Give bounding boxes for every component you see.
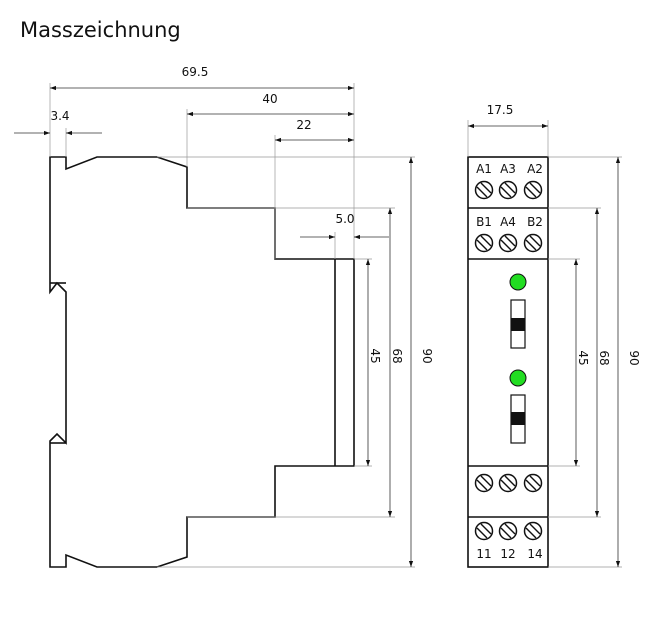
terminal-label: 11	[476, 547, 491, 561]
screw-slot	[525, 239, 537, 251]
terminal-label: 12	[500, 547, 515, 561]
side-view: 69.5 40 22 3.4 5.0 45 68 90	[14, 65, 434, 568]
screw-terminal	[523, 180, 543, 200]
dim-label-height-90: 90	[627, 350, 641, 365]
dip-switch-knob	[511, 412, 525, 425]
screw-terminal	[498, 233, 518, 253]
screw-slot	[500, 239, 512, 251]
dip-switch-knob	[511, 318, 525, 331]
screw-terminal	[498, 473, 518, 493]
dim-label-height-68: 68	[597, 350, 611, 365]
screw-slot	[504, 475, 516, 487]
screw-slot	[500, 186, 512, 198]
screw-terminal	[474, 233, 494, 253]
screw-slot	[476, 479, 488, 491]
led-indicator	[509, 273, 527, 291]
terminal-label: B1	[476, 215, 492, 229]
dim-label-height-45: 45	[368, 348, 382, 363]
screw-slot	[504, 182, 516, 194]
screw-terminal	[474, 521, 494, 541]
dim-label-overall-depth: 69.5	[182, 65, 209, 79]
screw-slot	[500, 527, 512, 539]
dim-label-height-90: 90	[420, 348, 434, 363]
screw-slot	[504, 235, 516, 247]
side-view-outline	[49, 156, 355, 568]
page-title: Masszeichnung	[20, 18, 181, 42]
dim-label-dip-width: 3.4	[50, 109, 69, 123]
screw-slot	[529, 235, 541, 247]
screw-slot	[480, 523, 492, 535]
screw-slot	[476, 527, 488, 539]
terminal-label: A3	[500, 162, 516, 176]
screw-slot	[504, 523, 516, 535]
screw-slot	[476, 239, 488, 251]
dim-label-front-step: 22	[296, 118, 311, 132]
front-view: A1 A3 A2 B1 A4 B2 11 12 14 17.5	[467, 103, 641, 568]
led-indicator	[509, 369, 527, 387]
dim-label-height-45: 45	[576, 350, 590, 365]
screw-terminals	[474, 180, 543, 541]
dim-label-front-depth: 40	[262, 92, 277, 106]
terminal-label: A1	[476, 162, 492, 176]
screw-slot	[529, 523, 541, 535]
screw-slot	[525, 479, 537, 491]
screw-slot	[529, 182, 541, 194]
screw-slot	[476, 186, 488, 198]
screw-slot	[525, 186, 537, 198]
screw-terminal	[498, 180, 518, 200]
terminal-label: B2	[527, 215, 543, 229]
terminal-label: A2	[527, 162, 543, 176]
screw-terminal	[474, 473, 494, 493]
screw-terminal	[523, 521, 543, 541]
terminal-label: 14	[527, 547, 542, 561]
screw-slot	[480, 182, 492, 194]
screw-terminal	[498, 521, 518, 541]
dim-label-front-face: 5.0	[335, 212, 354, 226]
screw-terminal	[523, 473, 543, 493]
screw-slot	[500, 479, 512, 491]
screw-slot	[525, 527, 537, 539]
screw-slot	[480, 235, 492, 247]
dim-label-height-68: 68	[390, 348, 404, 363]
terminal-label: A4	[500, 215, 516, 229]
screw-slot	[480, 475, 492, 487]
screw-terminal	[474, 180, 494, 200]
screw-terminal	[523, 233, 543, 253]
screw-slot	[529, 475, 541, 487]
dim-label-width: 17.5	[487, 103, 514, 117]
front-view-body	[467, 156, 549, 568]
